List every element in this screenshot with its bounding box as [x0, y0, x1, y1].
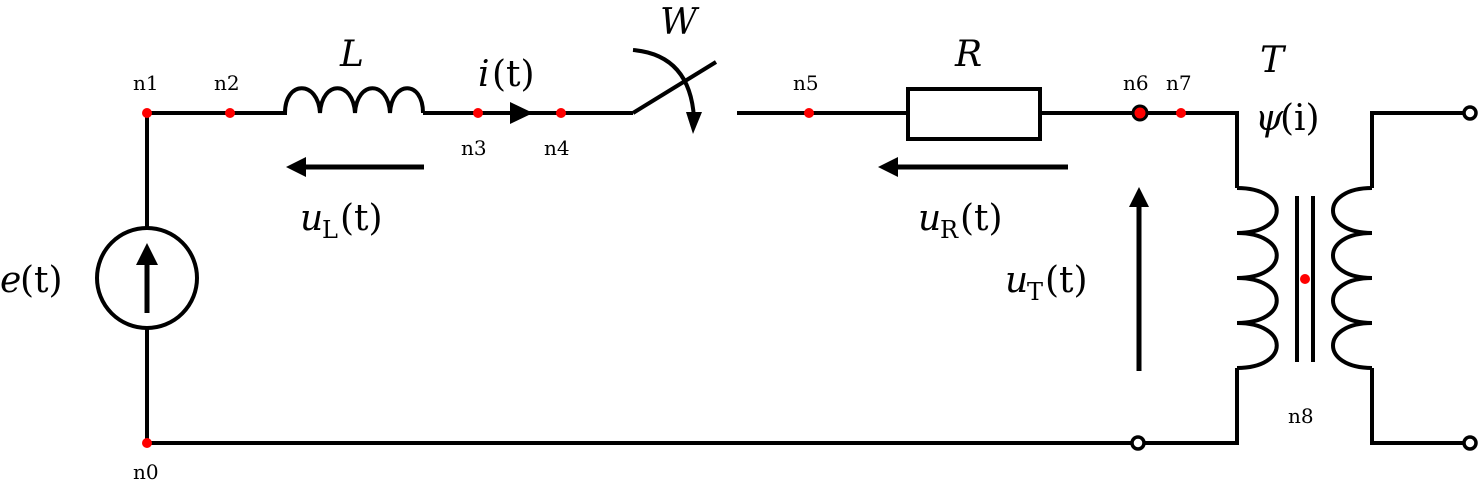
- label-current-arg: (t): [492, 54, 535, 95]
- node-n8: [1300, 274, 1310, 284]
- node-label-n3: n3: [461, 136, 487, 160]
- label-resistor: R: [954, 34, 982, 75]
- label-uR-symbol: u: [918, 198, 941, 239]
- terminal-primary-bottom: [1130, 435, 1146, 451]
- label-uL-arg: (t): [340, 198, 383, 239]
- node-n0: [142, 438, 152, 448]
- wire-transformer-primary-bottom: [1137, 368, 1239, 445]
- label-source-arg: (t): [20, 260, 63, 301]
- nodes: [142, 104, 1310, 448]
- transformer-secondary-coil: [1331, 186, 1373, 370]
- transformer-primary-coil: [1236, 186, 1279, 370]
- label-switch: W: [660, 2, 700, 43]
- node-n3: [473, 108, 483, 118]
- label-uL: u L (t): [300, 198, 383, 244]
- node-n2: [225, 108, 235, 118]
- source-arrow-head: [136, 243, 158, 265]
- label-uT: u T (t): [1005, 260, 1088, 306]
- label-uR-arg: (t): [960, 198, 1003, 239]
- voltage-arrow-uR-head: [878, 157, 898, 177]
- voltage-arrow-uT-head: [1129, 187, 1149, 207]
- node-label-n6: n6: [1123, 71, 1149, 95]
- inductor-coil: [283, 86, 425, 114]
- label-current-symbol: i: [478, 54, 490, 95]
- node-label-n2: n2: [214, 71, 240, 95]
- node-n7: [1176, 108, 1186, 118]
- label-current: i (t): [478, 54, 535, 95]
- node-label-n0: n0: [133, 460, 159, 484]
- node-n4: [556, 108, 566, 118]
- voltage-arrow-uL-head: [286, 157, 306, 177]
- label-flux: ψ (i): [1255, 98, 1320, 139]
- wire-resistor-transformer: [1040, 111, 1239, 188]
- label-uT-sub: T: [1027, 278, 1043, 306]
- wire-transformer-secondary-top: [1370, 111, 1470, 188]
- label-uT-arg: (t): [1045, 260, 1088, 301]
- label-flux-arg: (i): [1280, 98, 1320, 139]
- label-uL-sub: L: [322, 216, 338, 244]
- current-arrow-head: [510, 102, 533, 124]
- resistor-body: [906, 87, 1042, 141]
- node-n5: [804, 108, 814, 118]
- switch-action-arc: [632, 48, 696, 119]
- node-n1: [142, 108, 152, 118]
- node-n6: [1131, 104, 1149, 122]
- node-label-n8: n8: [1288, 404, 1314, 428]
- voltage-source: [95, 226, 199, 330]
- terminal-secondary-top: [1462, 105, 1478, 121]
- label-transformer: T: [1260, 40, 1287, 81]
- wire-transformer-secondary-bottom: [1370, 368, 1470, 445]
- node-label-n1: n1: [133, 71, 159, 95]
- label-source-symbol: e: [0, 260, 21, 301]
- node-label-n5: n5: [793, 71, 819, 95]
- label-uR-sub: R: [940, 216, 959, 244]
- label-uR: u R (t): [918, 198, 1003, 244]
- switch-action-arrow-head: [686, 112, 702, 134]
- label-source: e (t): [0, 260, 63, 301]
- node-label-n7: n7: [1166, 71, 1192, 95]
- node-label-n4: n4: [544, 136, 570, 160]
- terminal-secondary-bottom: [1462, 435, 1478, 451]
- label-flux-symbol: ψ: [1255, 98, 1284, 139]
- label-inductor: L: [339, 34, 364, 75]
- switch-blade: [631, 60, 718, 115]
- label-uL-symbol: u: [300, 198, 323, 239]
- label-uT-symbol: u: [1005, 260, 1028, 301]
